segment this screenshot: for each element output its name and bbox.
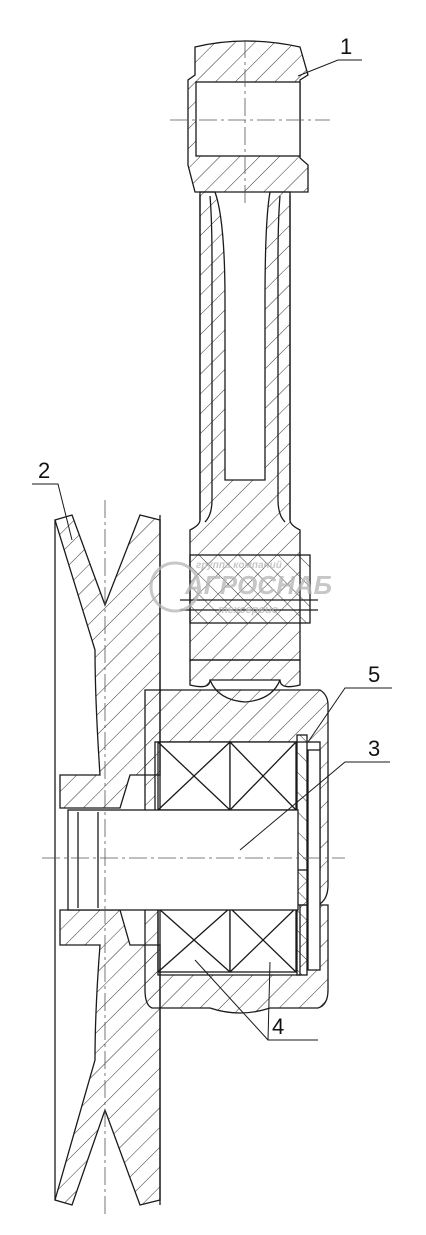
bearing-lower-right: [229, 907, 297, 973]
callout-4: 4: [272, 1014, 284, 1039]
leader-3: [239, 761, 390, 851]
callout-1: 1: [340, 34, 352, 59]
shaft: [67, 809, 299, 911]
rod-bolt-section: [189, 554, 311, 624]
leader-4b: [267, 961, 271, 1041]
bearing-upper-left: [157, 741, 231, 811]
callout-3: 3: [368, 736, 380, 761]
leader-5: [307, 687, 392, 743]
centerlines: [42, 40, 345, 1215]
pulley-lower-half: [54, 909, 161, 1206]
bearing-lower-left: [157, 907, 231, 973]
bearing-upper-right: [229, 741, 297, 811]
leader-2: [32, 483, 73, 541]
callout-2: 2: [38, 458, 50, 483]
watermark-line1: группа компаний: [196, 560, 282, 571]
callout-labels: 1 2 3 4 5: [38, 34, 380, 1039]
callout-leaders: [32, 59, 392, 1041]
end-cap: [307, 749, 321, 971]
callout-5: 5: [368, 662, 380, 687]
pulley-upper-half: [54, 514, 161, 809]
watermark-logo-ring: [149, 561, 201, 613]
agrosnab-watermark: группа компаний АГРОСНАБ техсервис: [149, 560, 332, 616]
rod-big-end-housing: [189, 659, 301, 688]
watermark-line3: техсервис: [218, 604, 278, 616]
rod-top-bore: [195, 81, 301, 157]
rod-shank: [189, 191, 301, 661]
watermark-line2: АГРОСНАБ: [184, 570, 332, 600]
leader-1: [297, 59, 362, 77]
